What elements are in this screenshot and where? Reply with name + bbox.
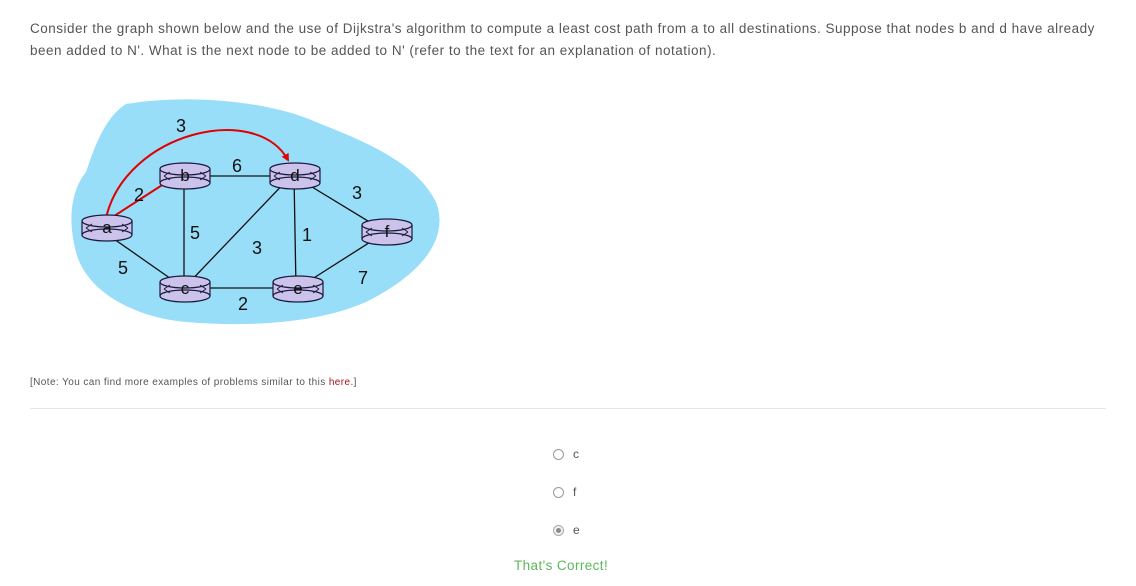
router-node-a bbox=[81, 214, 133, 242]
feedback-message: That's Correct! bbox=[514, 558, 609, 573]
router-node-e bbox=[272, 275, 324, 303]
cloud-shape bbox=[71, 99, 440, 325]
cost-e-f: 7 bbox=[358, 268, 368, 288]
cost-a-b: 2 bbox=[134, 185, 144, 205]
node-label-a: a bbox=[102, 218, 112, 237]
cost-a-c: 5 bbox=[118, 258, 128, 278]
router-node-d bbox=[269, 162, 321, 190]
node-label-e: e bbox=[293, 279, 302, 298]
router-node-f bbox=[361, 218, 413, 246]
cost-d-e: 1 bbox=[302, 225, 312, 245]
note-link[interactable]: here bbox=[328, 377, 351, 388]
note-prefix: [Note: You can find more examples of pro… bbox=[30, 377, 329, 388]
cost-b-c: 5 bbox=[190, 223, 200, 243]
node-label-b: b bbox=[180, 166, 189, 185]
option-c[interactable]: c bbox=[553, 447, 579, 461]
radio-button[interactable] bbox=[553, 486, 564, 498]
cost-a-d: 3 bbox=[176, 116, 186, 136]
router-node-b bbox=[159, 162, 211, 190]
option-f[interactable]: f bbox=[553, 485, 576, 499]
option-e[interactable]: e bbox=[553, 523, 580, 537]
option-label: c bbox=[573, 447, 579, 461]
note-suffix: .] bbox=[350, 377, 357, 388]
edge-d-e bbox=[293, 175, 297, 289]
router-node-c bbox=[159, 275, 211, 303]
option-label: f bbox=[573, 485, 577, 499]
node-label-c: c bbox=[181, 279, 190, 298]
node-label-f: f bbox=[385, 222, 390, 241]
cost-c-d: 3 bbox=[252, 238, 262, 258]
divider bbox=[30, 408, 1106, 409]
option-label: e bbox=[573, 523, 580, 537]
edge-c-d bbox=[183, 175, 292, 289]
cost-d-f: 3 bbox=[352, 183, 362, 203]
radio-button-selected[interactable] bbox=[553, 524, 564, 536]
radio-button[interactable] bbox=[553, 448, 564, 460]
edge-a-d-highlight bbox=[105, 129, 289, 219]
cost-c-e: 2 bbox=[238, 294, 248, 314]
cost-b-d: 6 bbox=[232, 156, 242, 176]
edge-a-b-highlight bbox=[107, 178, 172, 221]
network-graph: 3 2 6 3 5 3 1 5 7 2 bbox=[66, 92, 446, 332]
note-text: [Note: You can find more examples of pro… bbox=[30, 377, 357, 388]
question-text: Consider the graph shown below and the u… bbox=[30, 21, 1095, 58]
network-graph-svg: 3 2 6 3 5 3 1 5 7 2 bbox=[71, 99, 440, 325]
node-label-d: d bbox=[290, 166, 299, 185]
